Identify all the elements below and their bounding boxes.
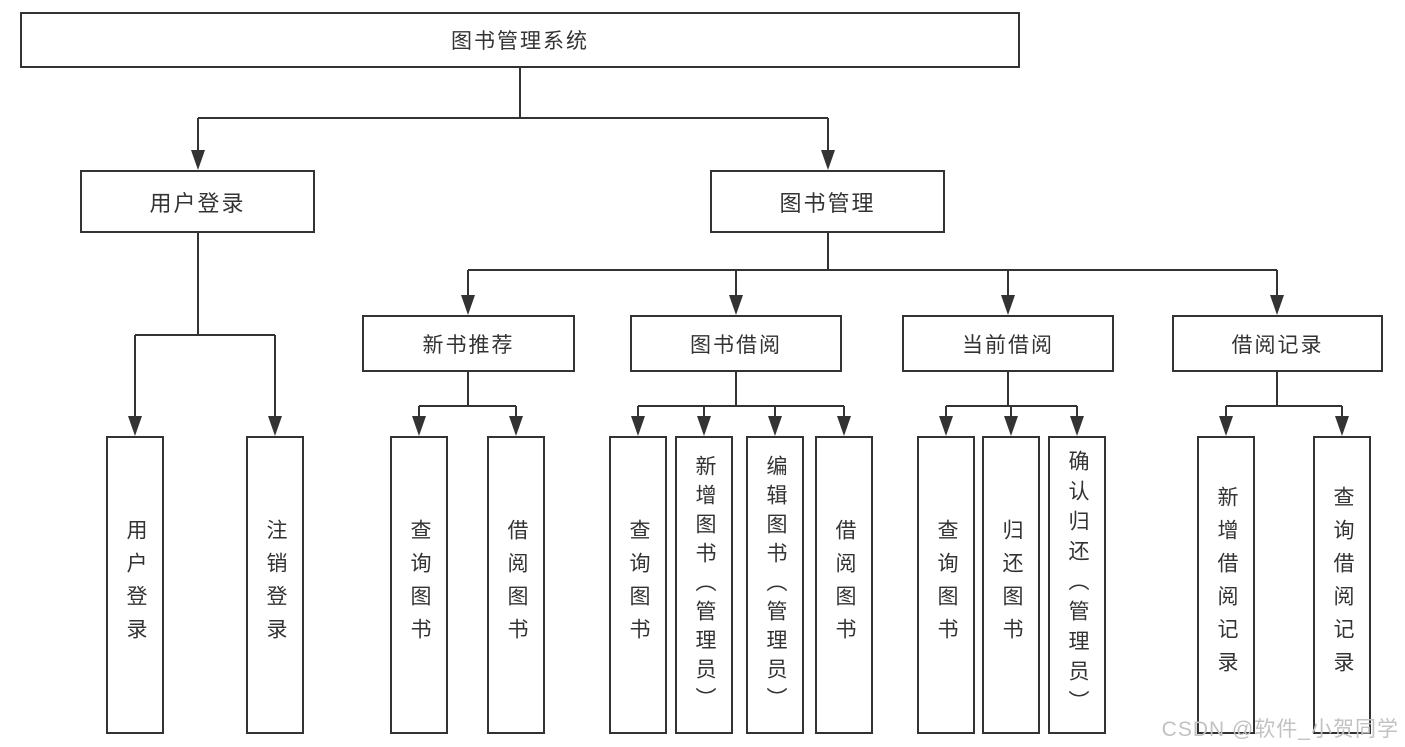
leaf-confirm-return-admin: 确认归还（管理员） (1048, 436, 1106, 734)
node-book-management: 图书管理 (710, 170, 945, 233)
leaf-return-book: 归还图书 (982, 436, 1040, 734)
leaf-query-borrow-record: 查询借阅记录 (1313, 436, 1371, 734)
leaf-query-books-recommend: 查询图书 (390, 436, 448, 734)
node-user-login: 用户登录 (80, 170, 315, 233)
node-library-system: 图书管理系统 (20, 12, 1020, 68)
leaf-borrow-books-recommend: 借阅图书 (487, 436, 545, 734)
leaf-query-books-borrow: 查询图书 (609, 436, 667, 734)
leaf-query-books-current: 查询图书 (917, 436, 975, 734)
node-book-borrow: 图书借阅 (630, 315, 842, 372)
leaf-add-borrow-record: 新增借阅记录 (1197, 436, 1255, 734)
leaf-user-login: 用户登录 (106, 436, 164, 734)
watermark: CSDN @软件_小贺同学 (1161, 718, 1399, 741)
leaf-logout: 注销登录 (246, 436, 304, 734)
leaf-add-book-admin: 新增图书（管理员） (675, 436, 733, 734)
leaf-borrow-books: 借阅图书 (815, 436, 873, 734)
node-borrow-records: 借阅记录 (1172, 315, 1383, 372)
node-current-borrow: 当前借阅 (902, 315, 1114, 372)
leaf-edit-book-admin: 编辑图书（管理员） (746, 436, 804, 734)
node-new-book-recommend: 新书推荐 (362, 315, 575, 372)
